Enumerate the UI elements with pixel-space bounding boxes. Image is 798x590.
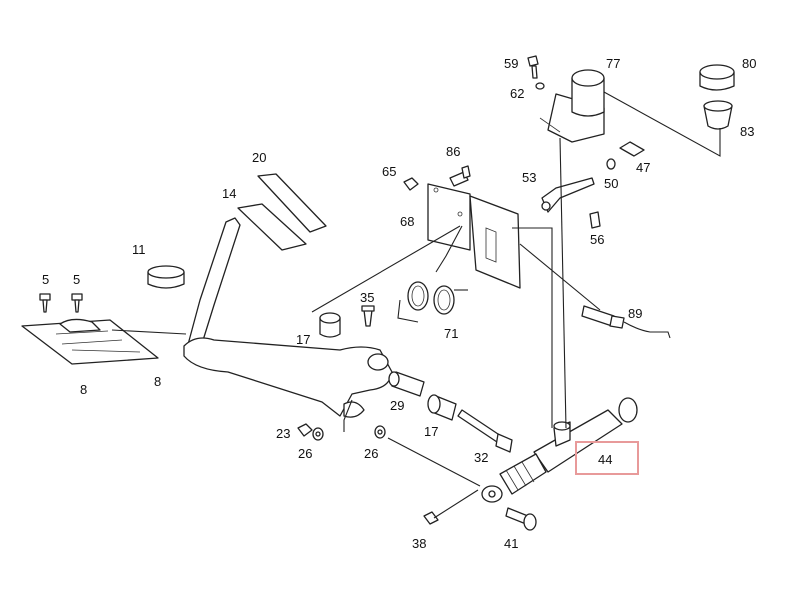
- label-26a: 26: [298, 446, 312, 461]
- bolt-86: [449, 165, 471, 187]
- pivot-shaft: [388, 371, 425, 397]
- return-spring: [397, 225, 468, 323]
- label-59: 59: [504, 56, 518, 71]
- highlight-box: [575, 441, 639, 475]
- label-86: 86: [446, 144, 460, 159]
- nut-23: [297, 423, 313, 437]
- screw-5b: [71, 293, 83, 313]
- bracket-68: [427, 183, 521, 289]
- label-8b: 8: [154, 374, 161, 389]
- label-80: 80: [742, 56, 756, 71]
- washer-26a: [312, 427, 324, 441]
- reservoir: [539, 69, 605, 143]
- label-53: 53: [522, 170, 536, 185]
- label-17b: 17: [424, 424, 438, 439]
- pedal-pad: [237, 173, 327, 251]
- screw-59: [527, 55, 539, 79]
- clevis-pin: [505, 507, 537, 531]
- lever-53: [541, 177, 595, 213]
- label-11: 11: [132, 242, 146, 257]
- bushing-17a: [319, 312, 341, 338]
- screw-5a: [39, 293, 51, 313]
- label-5b: 5: [73, 272, 80, 287]
- label-26b: 26: [364, 446, 378, 461]
- label-23: 23: [276, 426, 290, 441]
- label-20: 20: [252, 150, 266, 165]
- grease-nipple: [361, 305, 375, 327]
- label-29: 29: [390, 398, 404, 413]
- label-50: 50: [604, 176, 618, 191]
- label-56: 56: [590, 232, 604, 247]
- label-77: 77: [606, 56, 620, 71]
- label-65: 65: [382, 164, 396, 179]
- nut-65: [403, 177, 419, 191]
- label-68: 68: [400, 214, 414, 229]
- cap-sleeve: [703, 100, 733, 130]
- bolt-47: [619, 141, 645, 157]
- label-41: 41: [504, 536, 518, 551]
- washer-50: [606, 158, 616, 170]
- label-35: 35: [360, 290, 374, 305]
- label-8a: 8: [80, 382, 87, 397]
- rubber-pad: [147, 265, 185, 289]
- label-89: 89: [628, 306, 642, 321]
- pedal-arm: [183, 217, 393, 418]
- washer-62: [535, 82, 545, 90]
- bolt-32: [457, 409, 513, 453]
- label-32: 32: [474, 450, 488, 465]
- reservoir-cap: [699, 64, 735, 91]
- callout-labels: 5 5 8 8 11 14 17 17 20 23 26 26 29 32 35…: [42, 56, 756, 551]
- label-47: 47: [636, 160, 650, 175]
- label-14: 14: [222, 186, 236, 201]
- floor-plate: [21, 318, 159, 365]
- bolt-38: [423, 489, 479, 525]
- label-5a: 5: [42, 272, 49, 287]
- bushing-17b: [427, 394, 457, 421]
- label-62: 62: [510, 86, 524, 101]
- label-71: 71: [444, 326, 458, 341]
- washer-26b: [374, 425, 386, 439]
- label-17a: 17: [296, 332, 310, 347]
- label-38: 38: [412, 536, 426, 551]
- bleeder-56: [589, 211, 601, 229]
- leader-lines: [111, 91, 721, 487]
- label-44: 44: [598, 452, 612, 467]
- switch-sensor: [581, 305, 671, 339]
- label-83: 83: [740, 124, 754, 139]
